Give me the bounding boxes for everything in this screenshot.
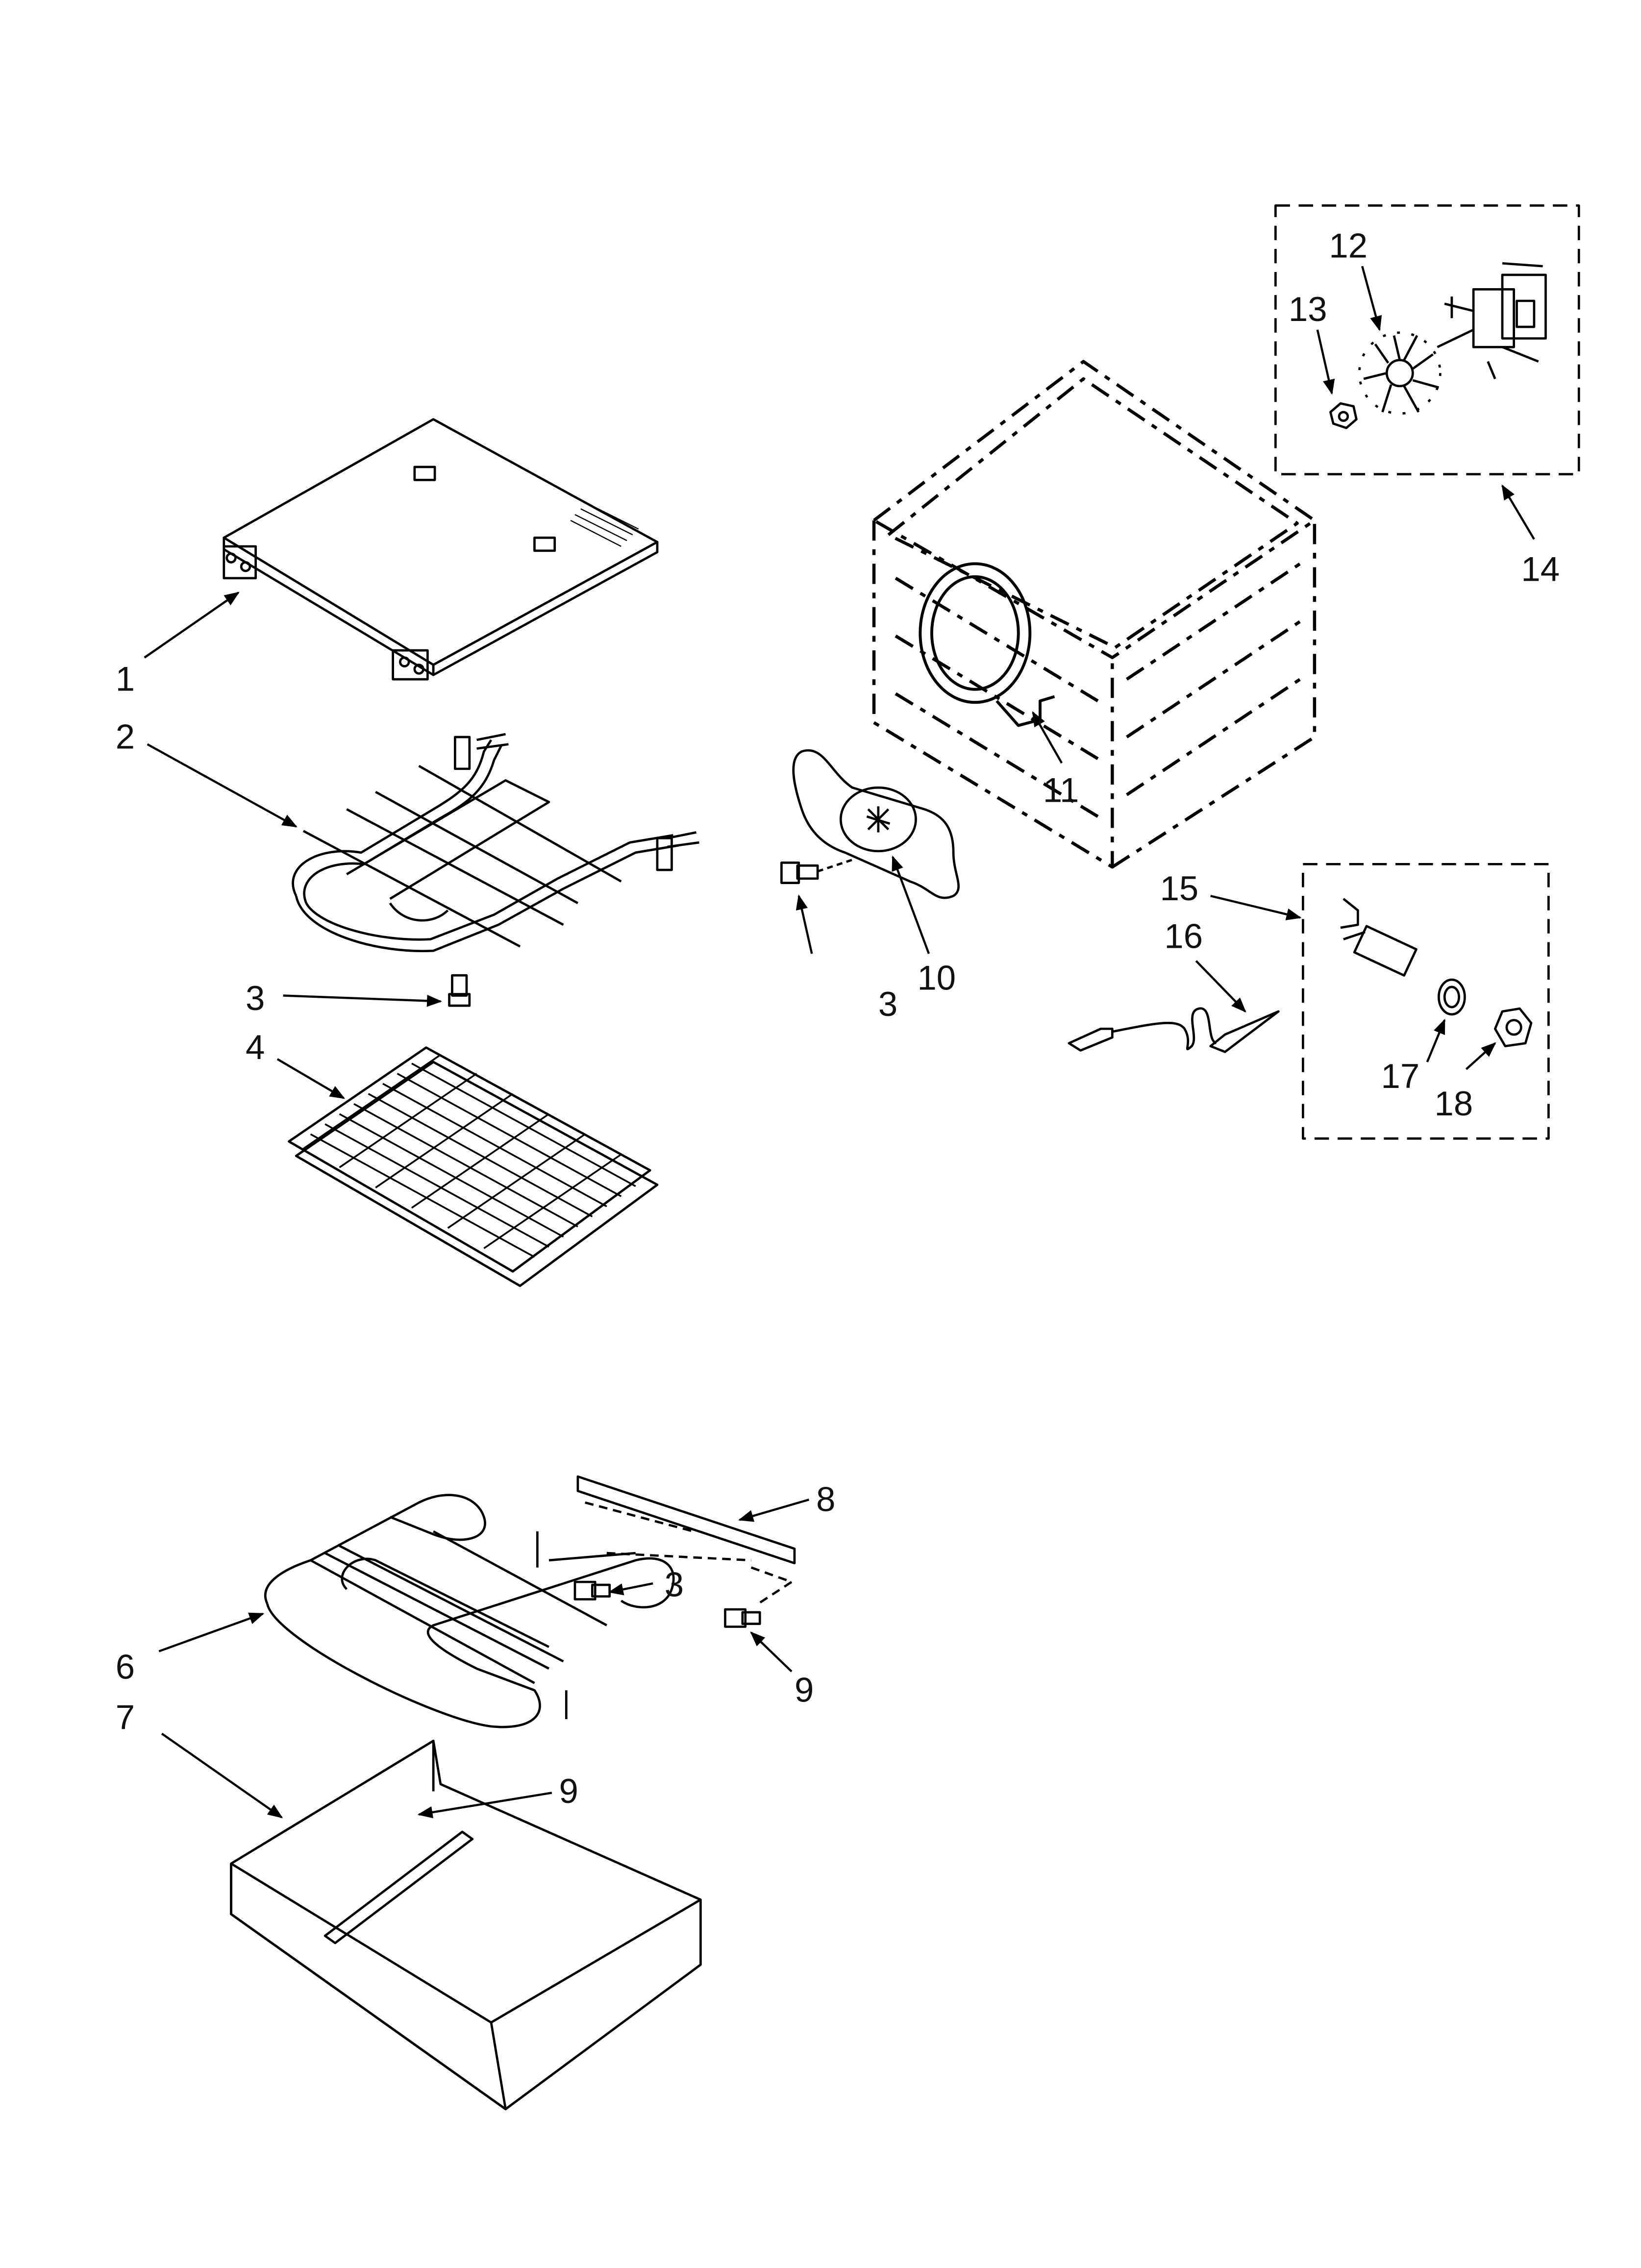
screw-part-9-right bbox=[724, 1608, 761, 1628]
top-panel-part-1 bbox=[223, 418, 659, 681]
temperature-sensor bbox=[1340, 898, 1417, 977]
callout-9-right: 9 bbox=[795, 1671, 814, 1709]
callout-2: 2 bbox=[116, 717, 135, 756]
callout-1: 1 bbox=[116, 660, 135, 698]
callout-12: 12 bbox=[1329, 226, 1368, 265]
callout-leaders bbox=[144, 266, 1535, 1819]
lock-washer-part-17 bbox=[1438, 978, 1466, 1016]
callout-11: 11 bbox=[1043, 771, 1079, 810]
oven-rack-part-4 bbox=[288, 1046, 659, 1287]
bake-element-part-2 bbox=[292, 733, 699, 953]
callout-9-left: 9 bbox=[559, 1772, 578, 1810]
callout-14: 14 bbox=[1521, 550, 1560, 589]
broil-pan-part-7 bbox=[230, 1739, 702, 2111]
callout-17: 17 bbox=[1381, 1057, 1420, 1095]
fan-blade-part-12 bbox=[1358, 331, 1442, 415]
callout-16: 16 bbox=[1164, 916, 1203, 955]
fan-motor bbox=[1437, 262, 1547, 379]
screw-part-3-left bbox=[448, 974, 471, 1007]
oven-cavity bbox=[872, 360, 1317, 869]
callout-3-lower: 3 bbox=[665, 1565, 684, 1604]
nut-part-18 bbox=[1493, 1007, 1533, 1048]
callout-15: 15 bbox=[1160, 869, 1199, 908]
convection-element-part-11 bbox=[919, 562, 1055, 727]
screw-part-3-lower bbox=[573, 1580, 611, 1601]
fan-baffle-part-10 bbox=[792, 749, 960, 899]
callout-10: 10 bbox=[917, 959, 956, 997]
callout-13: 13 bbox=[1289, 290, 1327, 328]
callout-3-left: 3 bbox=[246, 979, 265, 1017]
screw-part-3-middle bbox=[780, 859, 853, 884]
motor-assembly-group-part-14 bbox=[1274, 204, 1580, 475]
callout-7: 7 bbox=[116, 1698, 135, 1737]
callout-8: 8 bbox=[816, 1480, 835, 1519]
meat-probe-part-16 bbox=[1068, 1007, 1280, 1053]
nut-part-13 bbox=[1329, 402, 1358, 429]
callout-6: 6 bbox=[116, 1648, 135, 1686]
bracket-part-8 bbox=[576, 1475, 796, 1605]
sensor-group-part-15 bbox=[1302, 863, 1550, 1140]
callout-labels: 1 2 3 4 6 7 8 3 9 9 3 10 11 12 13 14 15 … bbox=[116, 226, 1560, 1810]
broil-element-part-6 bbox=[264, 1494, 675, 1728]
callout-18: 18 bbox=[1435, 1084, 1473, 1123]
callout-3-middle: 3 bbox=[878, 985, 897, 1023]
callout-4: 4 bbox=[246, 1028, 265, 1066]
